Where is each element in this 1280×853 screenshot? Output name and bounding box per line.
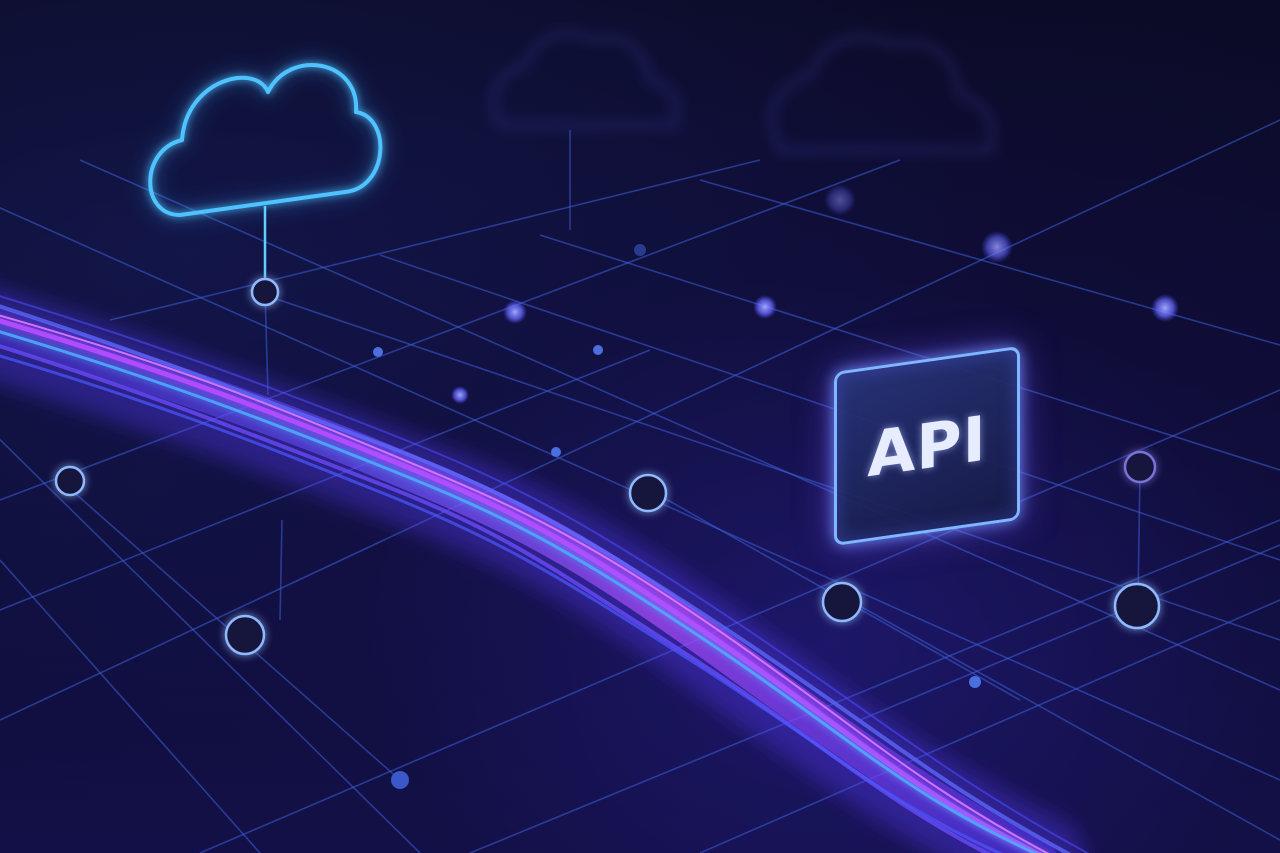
network-dot — [824, 184, 856, 216]
network-node — [1123, 450, 1157, 484]
network-dot — [451, 386, 469, 404]
network-node — [1113, 582, 1161, 630]
api-label: API — [867, 401, 987, 491]
data-stream — [0, 289, 1090, 853]
network-node — [224, 614, 266, 656]
network-dot — [391, 771, 409, 789]
network-dot — [551, 447, 561, 457]
network-dot — [373, 347, 383, 357]
network-node — [628, 473, 668, 513]
cloud-icon — [145, 60, 386, 280]
network-node — [821, 581, 863, 623]
background-cloud-icon — [488, 28, 997, 155]
network-dot — [593, 345, 603, 355]
network-dot — [503, 300, 527, 324]
network-node — [250, 277, 280, 307]
network-dot — [634, 244, 646, 256]
api-badge: API — [834, 345, 1020, 546]
network-dot — [753, 295, 777, 319]
network-dot — [981, 231, 1013, 263]
network-dots — [373, 184, 1179, 789]
network-dot — [969, 676, 981, 688]
network-dot — [1151, 294, 1179, 322]
network-node — [54, 465, 86, 497]
network-nodes — [54, 277, 1161, 656]
